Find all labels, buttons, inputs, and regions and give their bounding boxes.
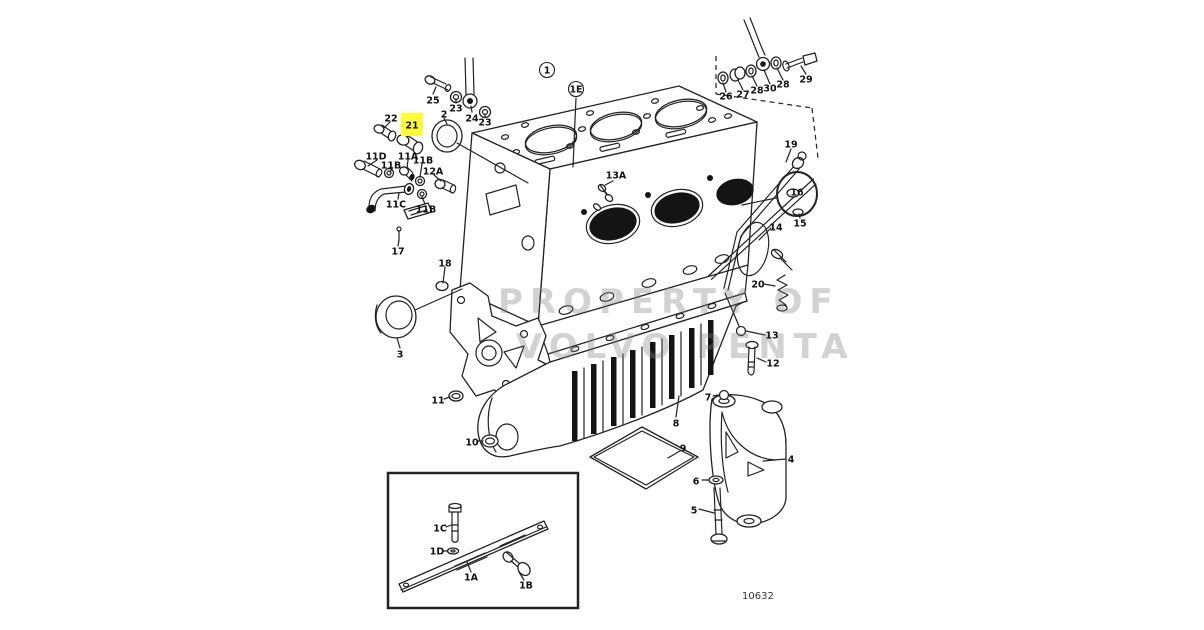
callout-5[interactable]: 5 [691, 505, 698, 516]
callout-12[interactable]: 12 [766, 358, 779, 369]
gasket [589, 426, 699, 490]
callout-15[interactable]: 15 [793, 218, 806, 229]
top-right-parts-cluster [715, 17, 819, 159]
callout-11D[interactable]: 11D [365, 151, 386, 162]
watermark-line-2: VOLVO PENTA [516, 327, 855, 367]
callout-20[interactable]: 20 [751, 279, 765, 290]
callout-23[interactable]: 23 [478, 117, 491, 128]
callout-25[interactable]: 25 [426, 95, 439, 106]
callout-19[interactable]: 19 [784, 139, 797, 150]
callout-9[interactable]: 9 [680, 443, 687, 454]
callout-17[interactable]: 17 [391, 246, 404, 257]
callout-3[interactable]: 3 [397, 349, 404, 360]
callout-11[interactable]: 11 [431, 395, 444, 406]
callout-29[interactable]: 29 [799, 74, 812, 85]
callout-30[interactable]: 30 [763, 83, 777, 94]
callout-circle-1 [538, 61, 556, 79]
callout-12A[interactable]: 12A [423, 166, 444, 177]
oil-pan [477, 292, 748, 458]
callout-1[interactable]: 1 [544, 65, 551, 76]
callout-10[interactable]: 10 [465, 437, 479, 448]
support-bracket [708, 389, 787, 545]
callout-14[interactable]: 14 [769, 222, 783, 233]
callout-4[interactable]: 4 [788, 454, 795, 465]
callout-28[interactable]: 28 [750, 85, 764, 96]
callout-13[interactable]: 13 [765, 330, 778, 341]
callout-11C[interactable]: 11C [386, 199, 406, 210]
callout-21[interactable]: 21 [405, 120, 418, 131]
callout-1A[interactable]: 1A [464, 572, 479, 583]
callout-22[interactable]: 22 [384, 113, 397, 124]
callout-18[interactable]: 18 [438, 258, 452, 269]
callout-23[interactable]: 23 [449, 103, 462, 114]
figure-number: 10632 [742, 591, 774, 602]
watermark: PROPERTY OF VOLVO PENTA [498, 282, 855, 367]
inset-detail-box [386, 471, 580, 610]
callout-11B[interactable]: 11B [381, 160, 401, 171]
highlight-marker [401, 113, 423, 136]
callout-circle-1E [567, 80, 585, 98]
callout-8[interactable]: 8 [673, 418, 680, 429]
watermark-line-1: PROPERTY OF [498, 282, 840, 322]
engine-block [459, 85, 758, 355]
callout-27[interactable]: 27 [736, 89, 749, 100]
plugs-and-seals [374, 183, 614, 448]
callout-1D[interactable]: 1D [430, 546, 445, 557]
callout-26[interactable]: 26 [719, 91, 733, 102]
right-parts-cluster [707, 151, 818, 376]
callout-11B[interactable]: 11B [413, 155, 433, 166]
callout-6[interactable]: 6 [693, 476, 700, 487]
callout-16[interactable]: 16 [790, 187, 804, 198]
callout-24[interactable]: 24 [465, 113, 479, 124]
callout-7[interactable]: 7 [705, 392, 712, 403]
callout-11A[interactable]: 11A [398, 151, 419, 162]
callout-11B[interactable]: 11B [416, 204, 436, 215]
callout-1C[interactable]: 1C [433, 523, 447, 534]
callout-28[interactable]: 28 [776, 79, 790, 90]
callout-13A[interactable]: 13A [606, 170, 627, 181]
callout-1E[interactable]: 1E [569, 84, 582, 95]
left-parts-cluster [354, 57, 492, 242]
callout-1B[interactable]: 1B [519, 580, 533, 591]
callout-2[interactable]: 2 [441, 109, 448, 120]
